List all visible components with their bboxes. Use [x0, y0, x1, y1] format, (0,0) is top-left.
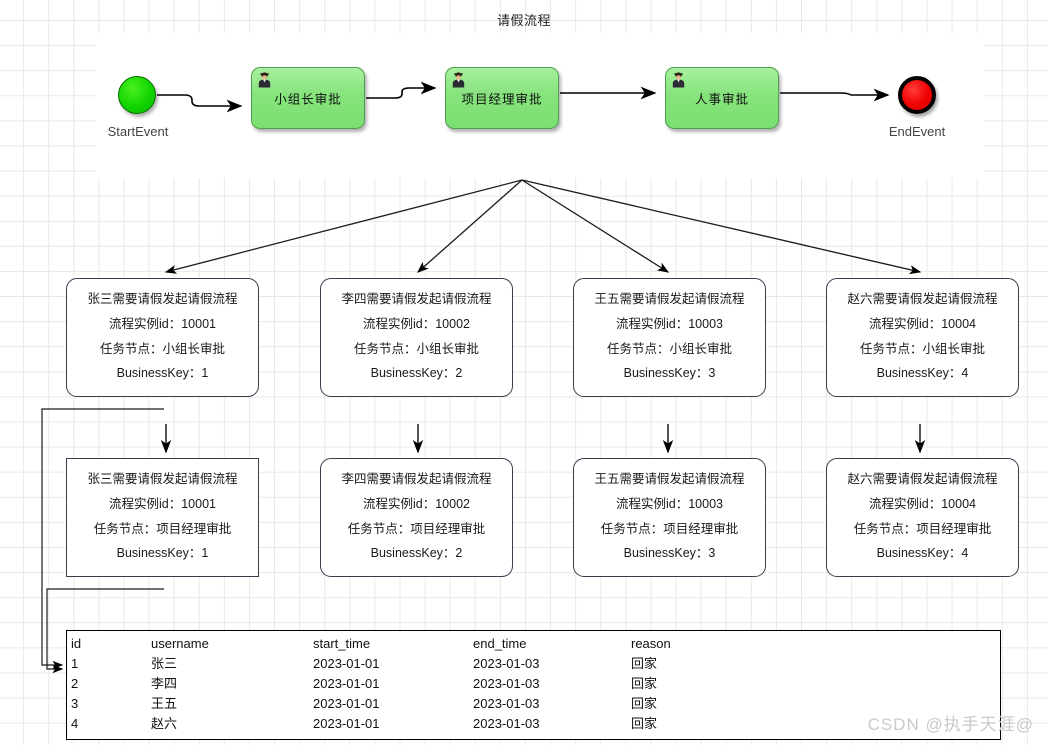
cell-start-time: 2023-01-01: [313, 716, 380, 731]
cell-end-time: 2023-01-03: [473, 716, 540, 731]
end-event-label: EndEvent: [888, 124, 946, 139]
instance-card-row2-2[interactable]: 李四需要请假发起请假流程 流程实例id：10002 任务节点：项目经理审批 Bu…: [320, 458, 513, 577]
instance-card-row1-2[interactable]: 李四需要请假发起请假流程 流程实例id：10002 任务节点：小组长审批 Bus…: [320, 278, 513, 397]
cell-id: 1: [71, 656, 79, 671]
user-task-icon: [671, 72, 686, 88]
cell-id: 3: [71, 696, 79, 711]
instance-id: 流程实例id：10003: [616, 496, 723, 511]
instance-business-key: BusinessKey：3: [623, 366, 716, 381]
table-header-row: id username start_time end_time reason: [67, 631, 1000, 654]
cell-username: 李四: [151, 676, 178, 691]
instance-title: 张三需要请假发起请假流程: [87, 472, 238, 486]
cell-end-time: 2023-01-03: [473, 656, 540, 671]
instance-business-key: BusinessKey：4: [876, 546, 969, 561]
bpmn-task-1-label: 小组长审批: [274, 92, 342, 107]
instance-business-key: BusinessKey：2: [370, 366, 463, 381]
instance-card-row2-3[interactable]: 王五需要请假发起请假流程 流程实例id：10003 任务节点：项目经理审批 Bu…: [573, 458, 766, 577]
end-event-circle-icon[interactable]: [898, 76, 936, 114]
table-row[interactable]: 1 张三 2023-01-01 2023-01-03 回家: [67, 654, 1000, 674]
cell-end-time: 2023-01-03: [473, 696, 540, 711]
instance-id: 流程实例id：10004: [869, 316, 976, 331]
instance-card-row2-1[interactable]: 张三需要请假发起请假流程 流程实例id：10001 任务节点：项目经理审批 Bu…: [66, 458, 259, 577]
cell-start-time: 2023-01-01: [313, 656, 380, 671]
cell-username: 张三: [151, 656, 178, 671]
instance-card-row1-4[interactable]: 赵六需要请假发起请假流程 流程实例id：10004 任务节点：小组长审批 Bus…: [826, 278, 1019, 397]
cell-username: 王五: [151, 696, 178, 711]
user-task-icon: [451, 72, 466, 88]
instance-business-key: BusinessKey：4: [876, 366, 969, 381]
instance-task-node: 任务节点：小组长审批: [859, 341, 985, 356]
instance-title: 张三需要请假发起请假流程: [87, 292, 238, 306]
bpmn-task-2-label: 项目经理审批: [461, 92, 543, 107]
instance-card-row1-1[interactable]: 张三需要请假发起请假流程 流程实例id：10001 任务节点：小组长审批 Bus…: [66, 278, 259, 397]
instance-task-node: 任务节点：小组长审批: [353, 341, 479, 356]
instance-business-key: BusinessKey：2: [370, 546, 463, 561]
instance-id: 流程实例id：10001: [109, 496, 216, 511]
instance-id: 流程实例id：10004: [869, 496, 976, 511]
instance-card-row1-3[interactable]: 王五需要请假发起请假流程 流程实例id：10003 任务节点：小组长审批 Bus…: [573, 278, 766, 397]
table-row[interactable]: 2 李四 2023-01-01 2023-01-03 回家: [67, 674, 1000, 694]
instance-title: 赵六需要请假发起请假流程: [847, 292, 998, 306]
cell-reason: 回家: [631, 716, 658, 731]
instance-title: 王五需要请假发起请假流程: [594, 292, 745, 306]
bpmn-task-3-label: 人事审批: [694, 92, 749, 107]
table-col-id: id: [71, 636, 82, 651]
table-col-end-time: end_time: [473, 636, 527, 651]
cell-id: 2: [71, 676, 79, 691]
csdn-watermark: CSDN @执手天涯@: [867, 715, 1034, 734]
instance-task-node: 任务节点：小组长审批: [606, 341, 732, 356]
bpmn-task-2[interactable]: 项目经理审批: [445, 67, 559, 129]
table-row[interactable]: 4 赵六 2023-01-01 2023-01-03 回家: [67, 714, 1000, 734]
instance-id: 流程实例id：10002: [363, 316, 470, 331]
table-row[interactable]: 3 王五 2023-01-01 2023-01-03 回家: [67, 694, 1000, 714]
bpmn-task-1[interactable]: 小组长审批: [251, 67, 365, 129]
table-col-username: username: [151, 636, 209, 651]
instance-business-key: BusinessKey：3: [623, 546, 716, 561]
page-title: 请假流程: [496, 13, 551, 28]
cell-start-time: 2023-01-01: [313, 676, 380, 691]
instance-business-key: BusinessKey：1: [116, 546, 209, 561]
instance-title: 赵六需要请假发起请假流程: [847, 472, 998, 486]
cell-start-time: 2023-01-01: [313, 696, 380, 711]
instance-title: 王五需要请假发起请假流程: [594, 472, 745, 486]
cell-id: 4: [71, 716, 79, 731]
cell-reason: 回家: [631, 676, 658, 691]
instance-business-key: BusinessKey：1: [116, 366, 209, 381]
instance-task-node: 任务节点：项目经理审批: [600, 521, 739, 536]
table-col-reason: reason: [631, 636, 671, 651]
start-event-circle-icon[interactable]: [118, 76, 156, 114]
instance-title: 李四需要请假发起请假流程: [341, 292, 492, 306]
table-col-start-time: start_time: [313, 636, 371, 651]
instance-title: 李四需要请假发起请假流程: [341, 472, 492, 486]
instance-id: 流程实例id：10001: [109, 316, 216, 331]
cell-end-time: 2023-01-03: [473, 676, 540, 691]
instance-card-row2-4[interactable]: 赵六需要请假发起请假流程 流程实例id：10004 任务节点：项目经理审批 Bu…: [826, 458, 1019, 577]
cell-reason: 回家: [631, 696, 658, 711]
user-task-icon: [257, 72, 272, 88]
bpmn-task-3[interactable]: 人事审批: [665, 67, 779, 129]
instance-id: 流程实例id：10003: [616, 316, 723, 331]
start-event-label: StartEvent: [107, 124, 169, 139]
instance-task-node: 任务节点：项目经理审批: [347, 521, 486, 536]
instance-id: 流程实例id：10002: [363, 496, 470, 511]
cell-username: 赵六: [151, 716, 178, 731]
instance-task-node: 任务节点：项目经理审批: [853, 521, 992, 536]
leave-records-table: id username start_time end_time reason 1…: [66, 630, 1001, 740]
instance-task-node: 任务节点：小组长审批: [99, 341, 225, 356]
cell-reason: 回家: [631, 656, 658, 671]
instance-task-node: 任务节点：项目经理审批: [93, 521, 232, 536]
